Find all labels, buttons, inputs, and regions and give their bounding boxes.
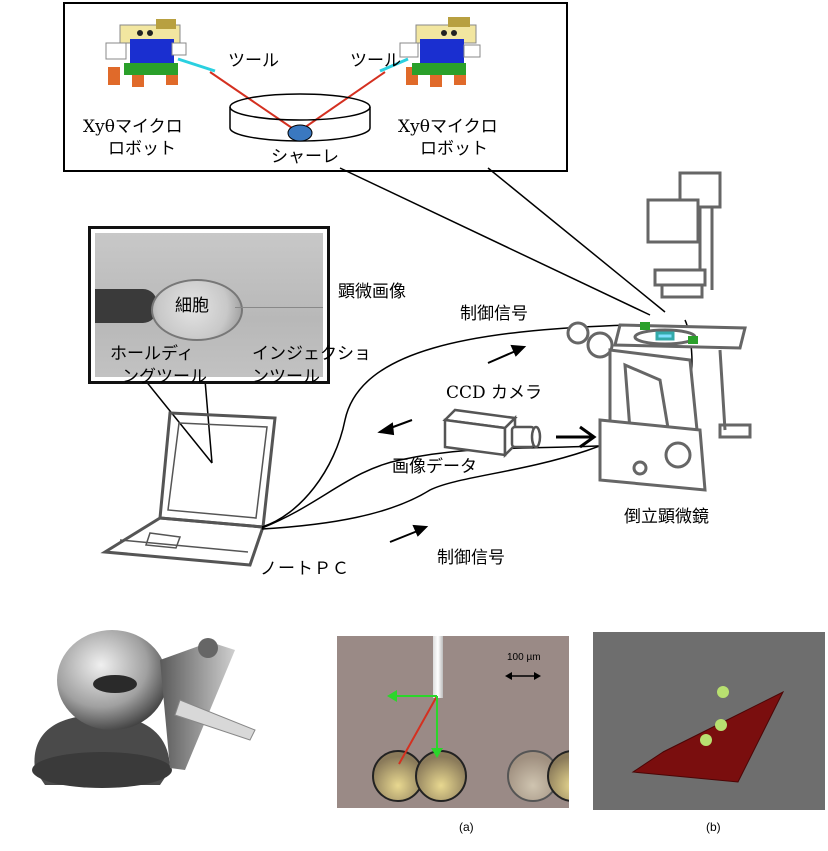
sphere-3 (507, 750, 559, 802)
control-signal-upper-label: 制御信号 (460, 304, 528, 324)
cable-control-upper (261, 324, 631, 528)
panel-a-image: 100 µm (337, 636, 569, 808)
sim-sphere-3 (700, 734, 712, 746)
tool-label-left: ツール (228, 51, 279, 71)
top-panel (63, 2, 568, 172)
cell-label: 細胞 (175, 296, 209, 316)
injection-tool-label-line1: インジェクショ (252, 344, 371, 364)
arrow-camera-to-scope (556, 425, 597, 449)
simulation-scene (631, 686, 785, 783)
micro-robot-left-icon (105, 19, 216, 87)
cable-image-data (261, 444, 621, 529)
holding-tool-label-line2: ングツール (122, 367, 207, 387)
microscope-label: 倒立顕微鏡 (624, 507, 709, 527)
laptop-label: ノートＰＣ (260, 559, 350, 579)
panel-a-caption: (a) (459, 820, 474, 834)
holding-tool-label-line1: ホールディ (110, 344, 194, 364)
micro-robot-right-icon (379, 17, 481, 87)
ccd-camera-label: CCD カメラ (446, 383, 543, 403)
panel-b-image (593, 632, 825, 810)
sim-sphere-1 (717, 686, 729, 698)
pipette-needle (433, 636, 443, 698)
injection-tool-label-line2: ンツール (252, 367, 320, 387)
sim-sphere-2 (715, 719, 727, 731)
microscope-image-caption: 顕微画像 (338, 282, 406, 302)
scale-bar-label: 100 µm (507, 652, 541, 663)
control-signal-lower-label: 制御信号 (437, 548, 505, 568)
robot-label-right-line1: Xyθマイクロ (398, 117, 498, 137)
robot-label-left-line1: Xyθマイクロ (83, 117, 183, 137)
microscope-image (95, 233, 323, 377)
sphere-2 (415, 750, 467, 802)
micro-robot-on-stage-icon (640, 322, 698, 344)
arrow-image-data (377, 419, 413, 436)
arrow-control-upper (487, 344, 527, 364)
inverted-microscope-icon (566, 171, 752, 492)
injection-needle (235, 307, 323, 308)
tool-line-right (303, 71, 386, 129)
robot-label-right-line2: ロボット (420, 139, 488, 159)
holding-pipette (95, 289, 157, 323)
arrow-control-lower (389, 524, 429, 543)
haptic-device-icon (32, 630, 256, 788)
ccd-camera-icon (442, 408, 542, 459)
dish-label: シャーレ (271, 147, 339, 167)
panel-b-caption: (b) (706, 820, 721, 834)
robot-label-left-line2: ロボット (108, 139, 176, 159)
image-data-label: 画像データ (392, 457, 477, 477)
coordinate-arrows-icon (387, 672, 541, 765)
tool-label-right: ツール (350, 51, 401, 71)
petri-dish-icon (229, 93, 371, 142)
cell-body (151, 279, 243, 341)
